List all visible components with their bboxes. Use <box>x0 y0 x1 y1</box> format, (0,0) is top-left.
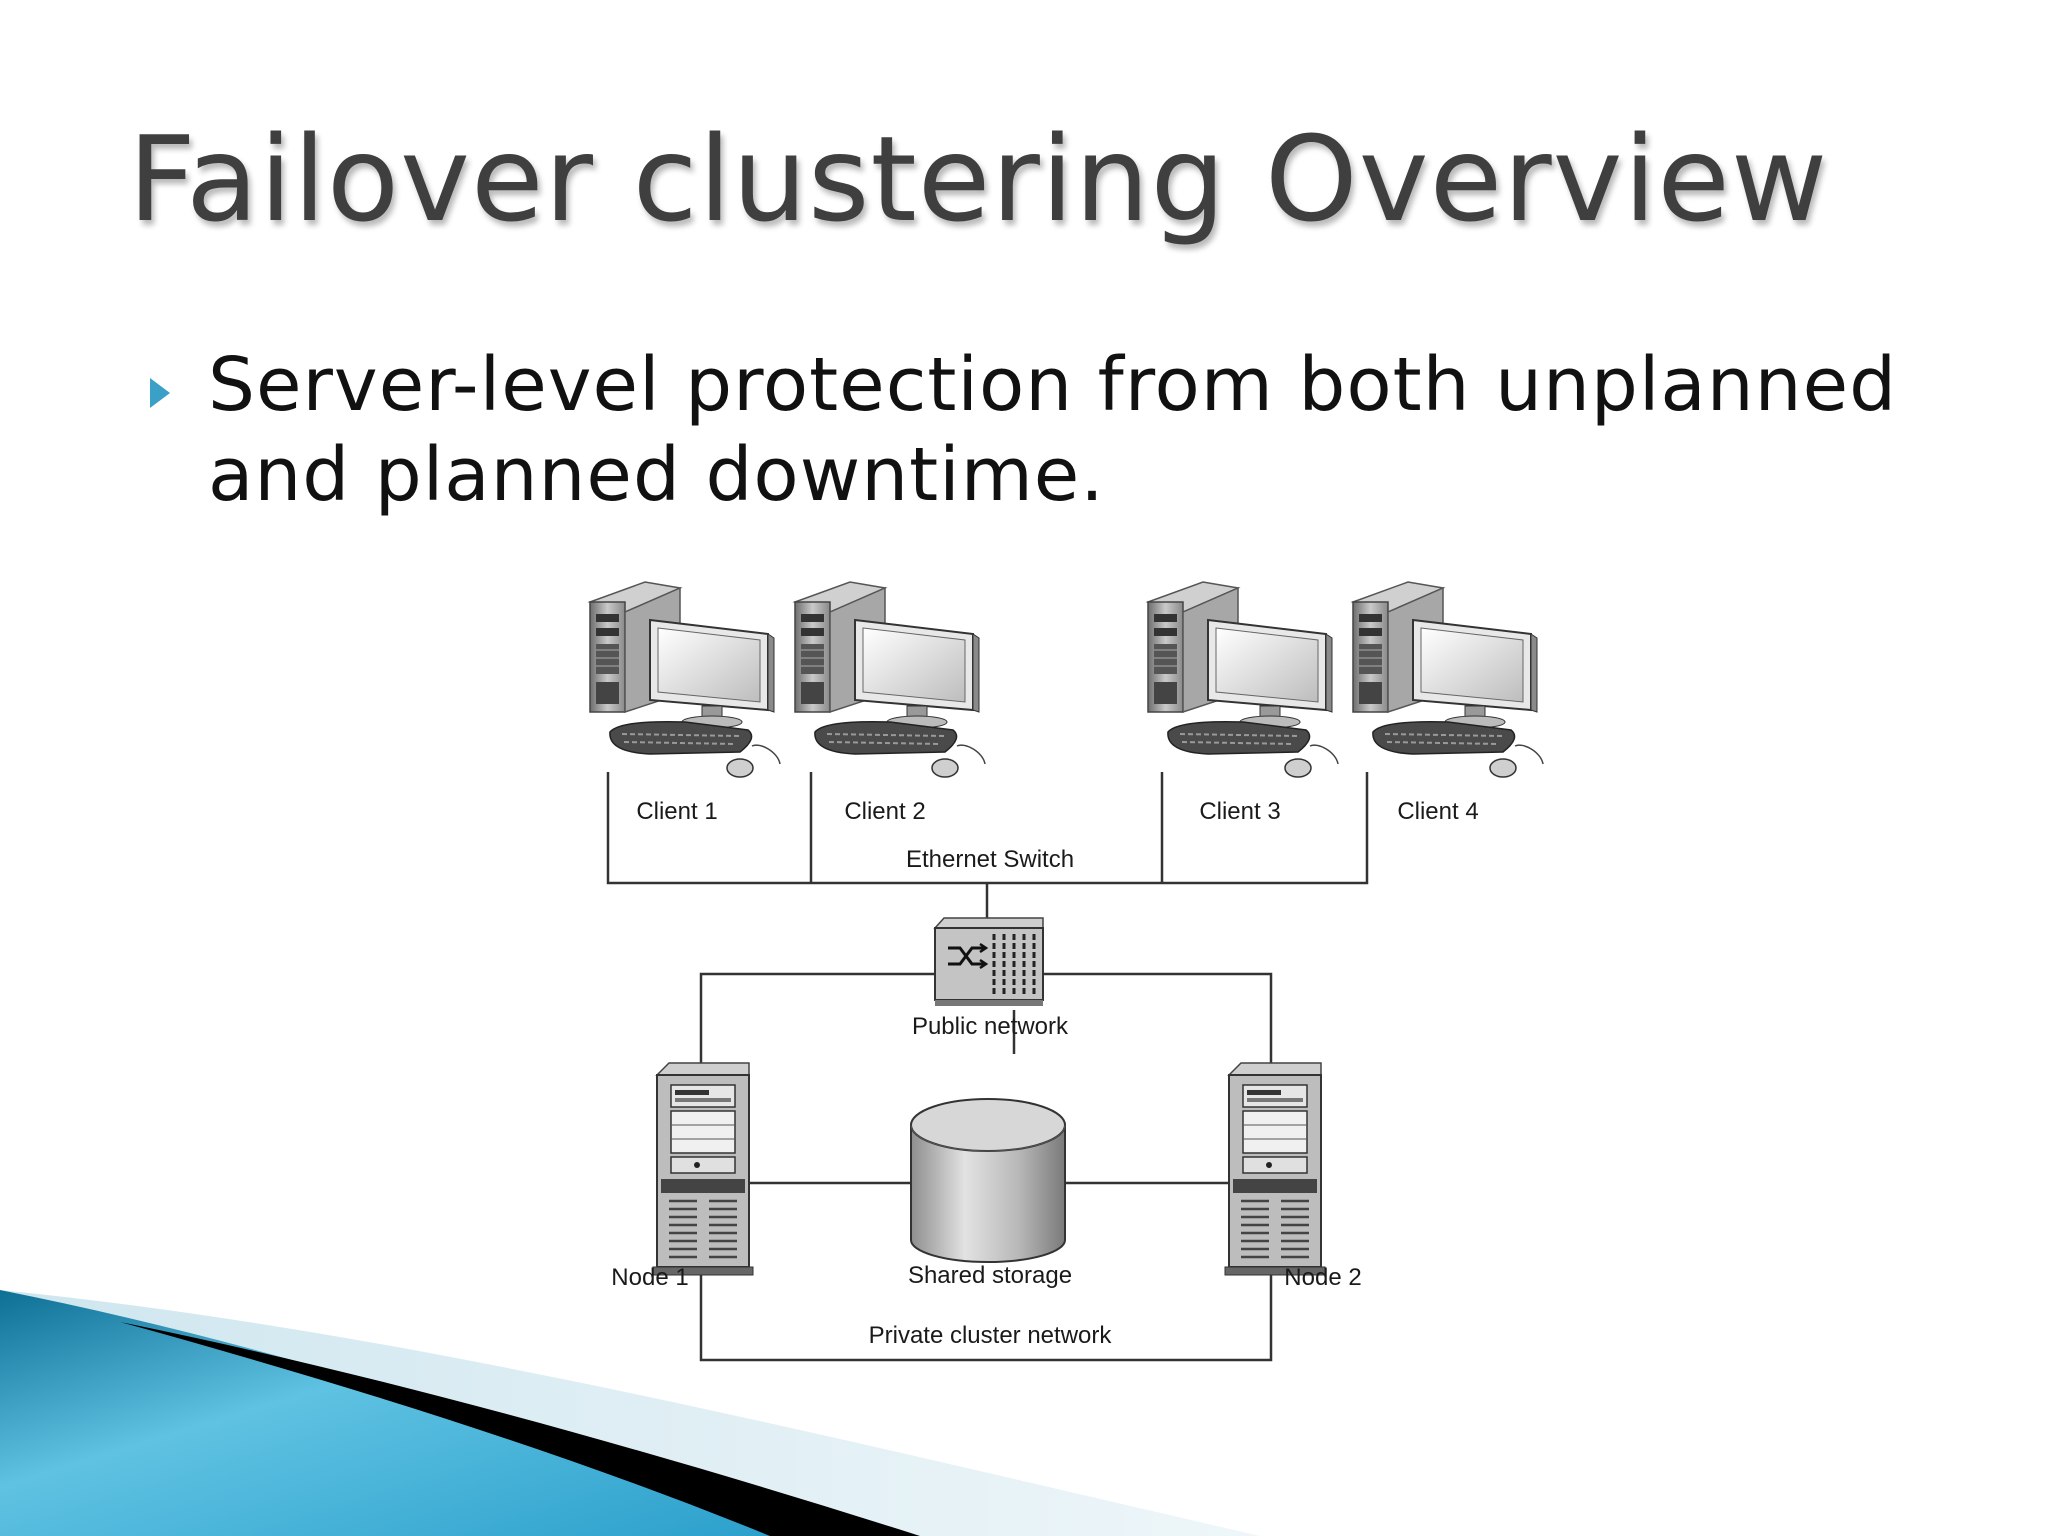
tower-server-icon <box>651 1061 755 1277</box>
private-network-line <box>699 1264 1273 1362</box>
node-2-label: Node 2 <box>1284 1264 1361 1291</box>
triangle-right-icon <box>150 378 170 408</box>
database-cylinder-icon <box>910 1098 1066 1263</box>
bullet-text: Server-level protection from both unplan… <box>208 342 1898 518</box>
slide-title: Failover clustering Overview <box>128 110 1829 248</box>
client-1-label: Client 1 <box>636 798 717 825</box>
network-switch-icon <box>933 917 1044 1006</box>
desktop-computer-icon <box>589 581 781 778</box>
desktop-computer-icon <box>1147 581 1339 778</box>
shared-storage-label: Shared storage <box>908 1262 1072 1289</box>
client-4-label: Client 4 <box>1397 798 1478 825</box>
desktop-computer-icon <box>794 581 986 778</box>
swoosh-black <box>120 1322 920 1536</box>
client-2-label: Client 2 <box>844 798 925 825</box>
node-1-label: Node 1 <box>611 1264 688 1291</box>
desktop-computer-icon <box>1352 581 1544 778</box>
ethernet-switch-label: Ethernet Switch <box>906 846 1074 873</box>
private-network-label: Private cluster network <box>869 1322 1113 1349</box>
client-3-label: Client 3 <box>1199 798 1280 825</box>
tower-server-icon <box>1223 1061 1327 1277</box>
swoosh-blue <box>0 1290 800 1536</box>
public-network-label: Public network <box>912 1013 1069 1040</box>
